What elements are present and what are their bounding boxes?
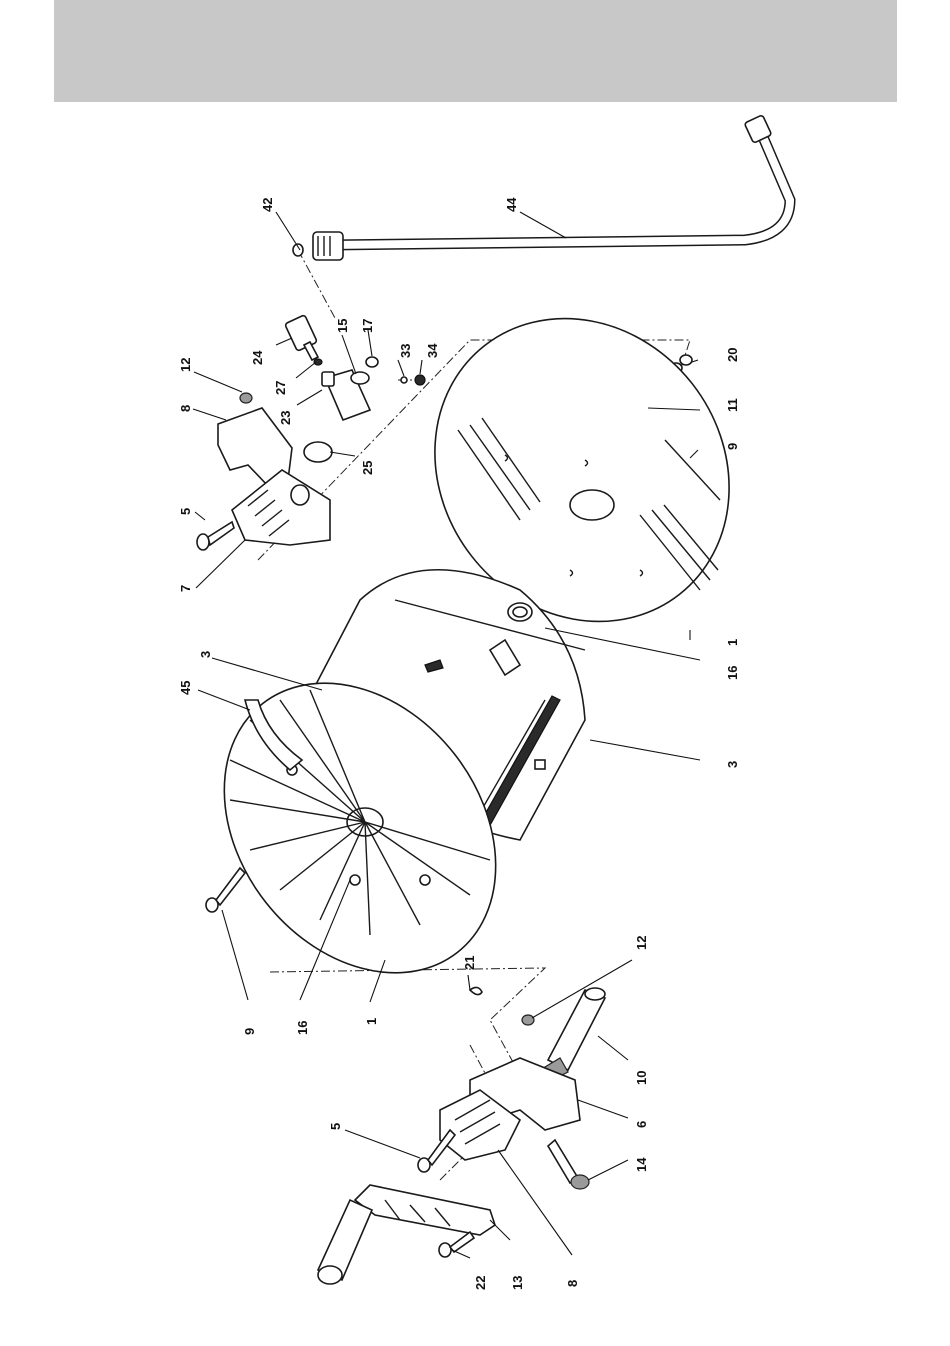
label-45: 45 [178, 681, 193, 695]
label-1-lower: 1 [364, 1018, 379, 1025]
bolt-14 [548, 1140, 589, 1189]
washer-16-centre [513, 607, 527, 617]
ball-33 [401, 377, 407, 383]
label-25: 25 [360, 461, 375, 475]
label-44: 44 [504, 197, 519, 212]
label-7: 7 [178, 585, 193, 592]
label-14: 14 [634, 1157, 649, 1172]
label-10: 10 [634, 1071, 649, 1085]
label-6: 6 [634, 1121, 649, 1128]
label-22: 22 [473, 1276, 488, 1290]
label-12-lower: 12 [634, 936, 649, 950]
label-42: 42 [260, 198, 275, 212]
o-ring-42 [293, 244, 303, 256]
spring-34 [415, 375, 425, 385]
label-20: 20 [725, 348, 740, 362]
label-34: 34 [425, 343, 440, 358]
label-9-lower: 9 [242, 1028, 257, 1035]
label-11: 11 [725, 398, 740, 412]
label-16-right: 16 [725, 666, 740, 680]
label-15: 15 [335, 319, 350, 333]
label-3-lower: 3 [725, 761, 740, 768]
label-17: 17 [360, 319, 375, 333]
o-ring-17 [366, 357, 378, 367]
fitting-24 [285, 315, 318, 360]
label-9-upper: 9 [725, 443, 740, 450]
label-5-upper: 5 [178, 508, 193, 515]
ring-25 [304, 442, 332, 462]
hose-44 [313, 115, 790, 260]
clip-21 [470, 987, 482, 994]
label-12-upper: 12 [178, 358, 193, 372]
label-13: 13 [510, 1276, 525, 1290]
label-1-right: 1 [725, 639, 740, 646]
nut-12-upper [240, 393, 252, 403]
washer-15 [351, 372, 369, 384]
nut-12-lower [522, 1015, 534, 1025]
label-24: 24 [250, 350, 265, 365]
screw-5-upper [197, 522, 234, 550]
label-16-lower: 16 [295, 1021, 310, 1035]
shaft-10 [540, 988, 605, 1082]
label-23: 23 [278, 411, 293, 425]
label-27: 27 [273, 381, 288, 395]
label-8-lower: 8 [565, 1280, 580, 1287]
bracket-7 [232, 470, 330, 545]
label-3-upper: 3 [198, 651, 213, 658]
label-21: 21 [462, 956, 477, 970]
screw-9-left [206, 868, 245, 912]
label-8-upper: 8 [178, 405, 193, 412]
screw-5-lower [418, 1130, 455, 1172]
label-5-lower: 5 [328, 1123, 343, 1130]
screw-22 [439, 1232, 474, 1257]
label-33: 33 [398, 344, 413, 358]
